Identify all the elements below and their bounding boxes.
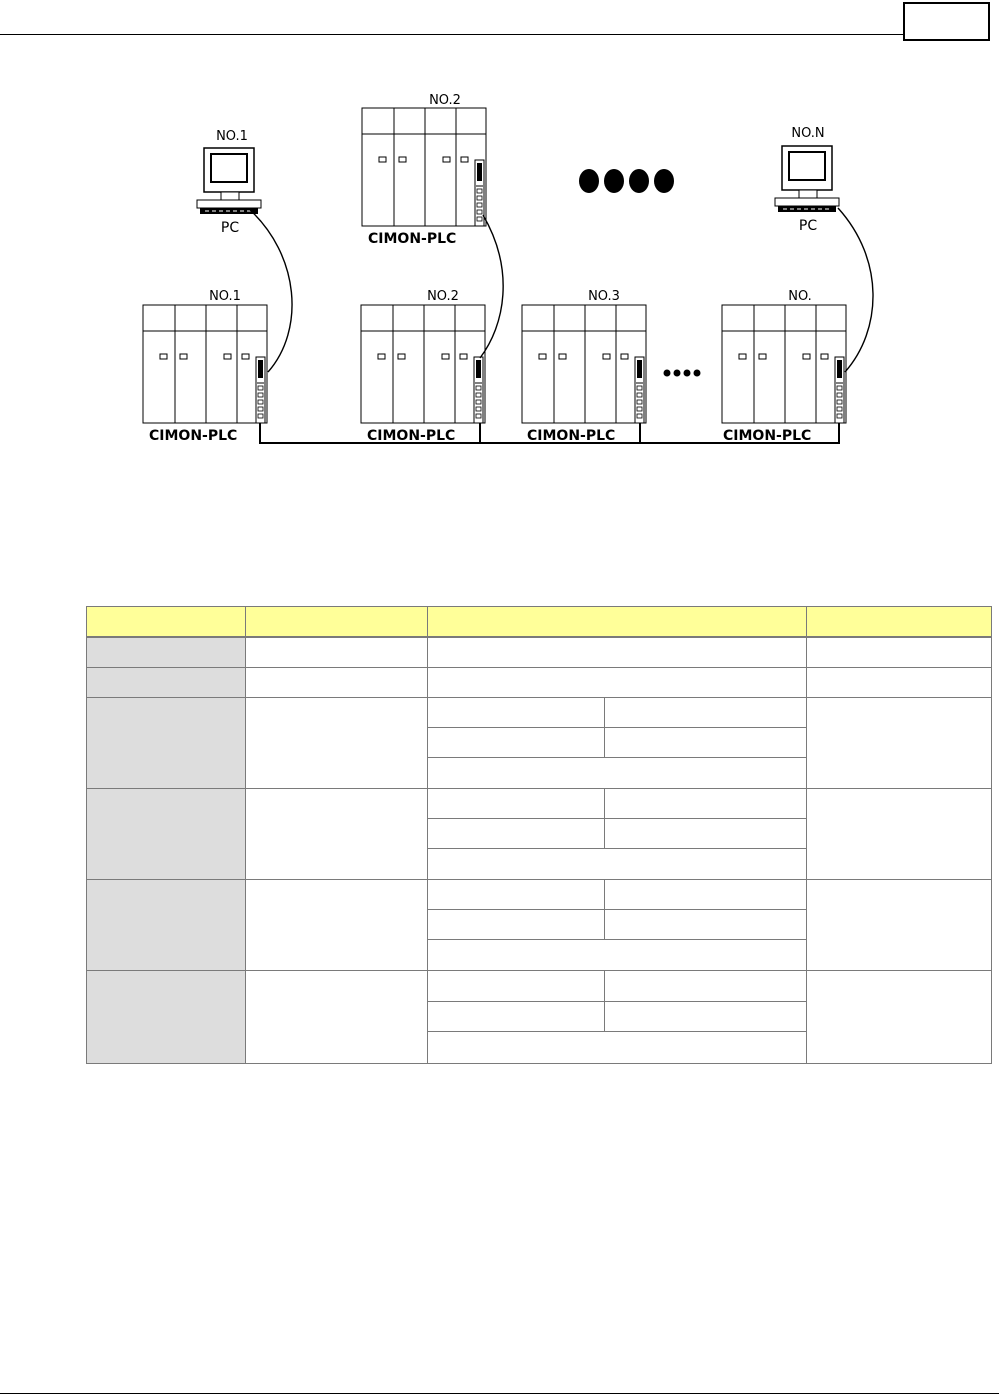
table-cell xyxy=(806,788,992,880)
table-subcell xyxy=(427,939,807,971)
lower-plc-2-label: CIMON-PLC xyxy=(367,428,455,444)
table-row-label xyxy=(86,879,246,971)
lower-plc-n-label: CIMON-PLC xyxy=(723,428,811,444)
table-cell xyxy=(806,637,992,668)
upper-plc-2: NO.2 CIMON-PLC xyxy=(361,93,487,247)
table-cell xyxy=(245,788,428,880)
lower-plc-1: NO.1 CIMON-PLC xyxy=(142,289,268,444)
table-subcell xyxy=(427,848,807,880)
table-subcell xyxy=(604,818,807,849)
table-subcell xyxy=(604,879,807,910)
table-subcell xyxy=(427,727,605,758)
table-subcell xyxy=(427,1001,605,1032)
upper-plc-2-number: NO.2 xyxy=(429,93,461,108)
pc-1-number: NO.1 xyxy=(216,129,248,144)
table-cell xyxy=(806,970,992,1064)
table-subcell xyxy=(427,909,605,940)
table-cell xyxy=(806,697,992,789)
lower-ellipsis xyxy=(663,369,701,377)
pc-n-label: PC xyxy=(799,218,817,234)
table-subcell xyxy=(604,909,807,940)
table-cell xyxy=(245,970,428,1064)
upper-ellipsis xyxy=(579,169,674,193)
table-subcell xyxy=(427,757,807,789)
table-cell xyxy=(806,667,992,698)
table-cell xyxy=(806,879,992,971)
table-cell xyxy=(245,697,428,789)
table-subcell xyxy=(427,970,605,1002)
lower-plc-1-label: CIMON-PLC xyxy=(149,428,237,444)
page-number-box xyxy=(903,2,990,41)
table-subcell xyxy=(604,788,807,819)
table-subcell xyxy=(604,970,807,1002)
table-subcell xyxy=(427,1031,807,1064)
table-subcell xyxy=(427,879,605,910)
table-subcell xyxy=(604,1001,807,1032)
upper-plc-2-label: CIMON-PLC xyxy=(368,231,456,247)
table-header-cell xyxy=(427,606,807,637)
lower-plc-2: NO.2 CIMON-PLC xyxy=(360,289,486,444)
lower-plc-n-number: NO. xyxy=(788,289,812,304)
pc-1-label: PC xyxy=(221,220,239,236)
header-rule xyxy=(0,34,903,35)
lower-plc-2-number: NO.2 xyxy=(427,289,459,304)
cable-pcn-to-plcn xyxy=(837,207,874,373)
pc-n: NO.N PC xyxy=(774,126,840,234)
table-cell xyxy=(245,637,428,668)
lower-plc-3-label: CIMON-PLC xyxy=(527,428,615,444)
cable-pc1-to-plc1 xyxy=(247,207,293,373)
table-cell xyxy=(245,879,428,971)
table-header-cell xyxy=(806,606,992,637)
table-header-cell xyxy=(86,606,246,637)
table-cell xyxy=(245,667,428,698)
spec-table xyxy=(86,606,992,1064)
lower-plc-3: NO.3 CIMON-PLC xyxy=(521,289,647,444)
table-header-cell xyxy=(245,606,428,637)
table-row-label xyxy=(86,970,246,1064)
table-subcell xyxy=(427,818,605,849)
table-cell xyxy=(427,637,807,668)
table-subcell xyxy=(427,788,605,819)
footer-rule xyxy=(0,1393,999,1394)
table-subcell xyxy=(604,697,807,728)
table-row-label xyxy=(86,788,246,880)
lower-plc-3-number: NO.3 xyxy=(588,289,620,304)
cable-upper-plc2-to-plc2 xyxy=(479,214,504,359)
table-row-label xyxy=(86,697,246,789)
pc-1: NO.1 PC xyxy=(196,129,262,236)
lower-plc-1-number: NO.1 xyxy=(209,289,241,304)
network-bus xyxy=(259,423,840,444)
table-subcell xyxy=(604,727,807,758)
table-row-label xyxy=(86,667,246,698)
table-row-label xyxy=(86,637,246,668)
network-diagram: NO.1 PC NO.2 CIMON-PLC NO.N PC NO.1 CIMO… xyxy=(142,93,874,444)
table-cell xyxy=(427,667,807,698)
lower-plc-n: NO. CIMON-PLC xyxy=(721,289,847,444)
table-subcell xyxy=(427,697,605,728)
pc-n-number: NO.N xyxy=(791,126,824,141)
